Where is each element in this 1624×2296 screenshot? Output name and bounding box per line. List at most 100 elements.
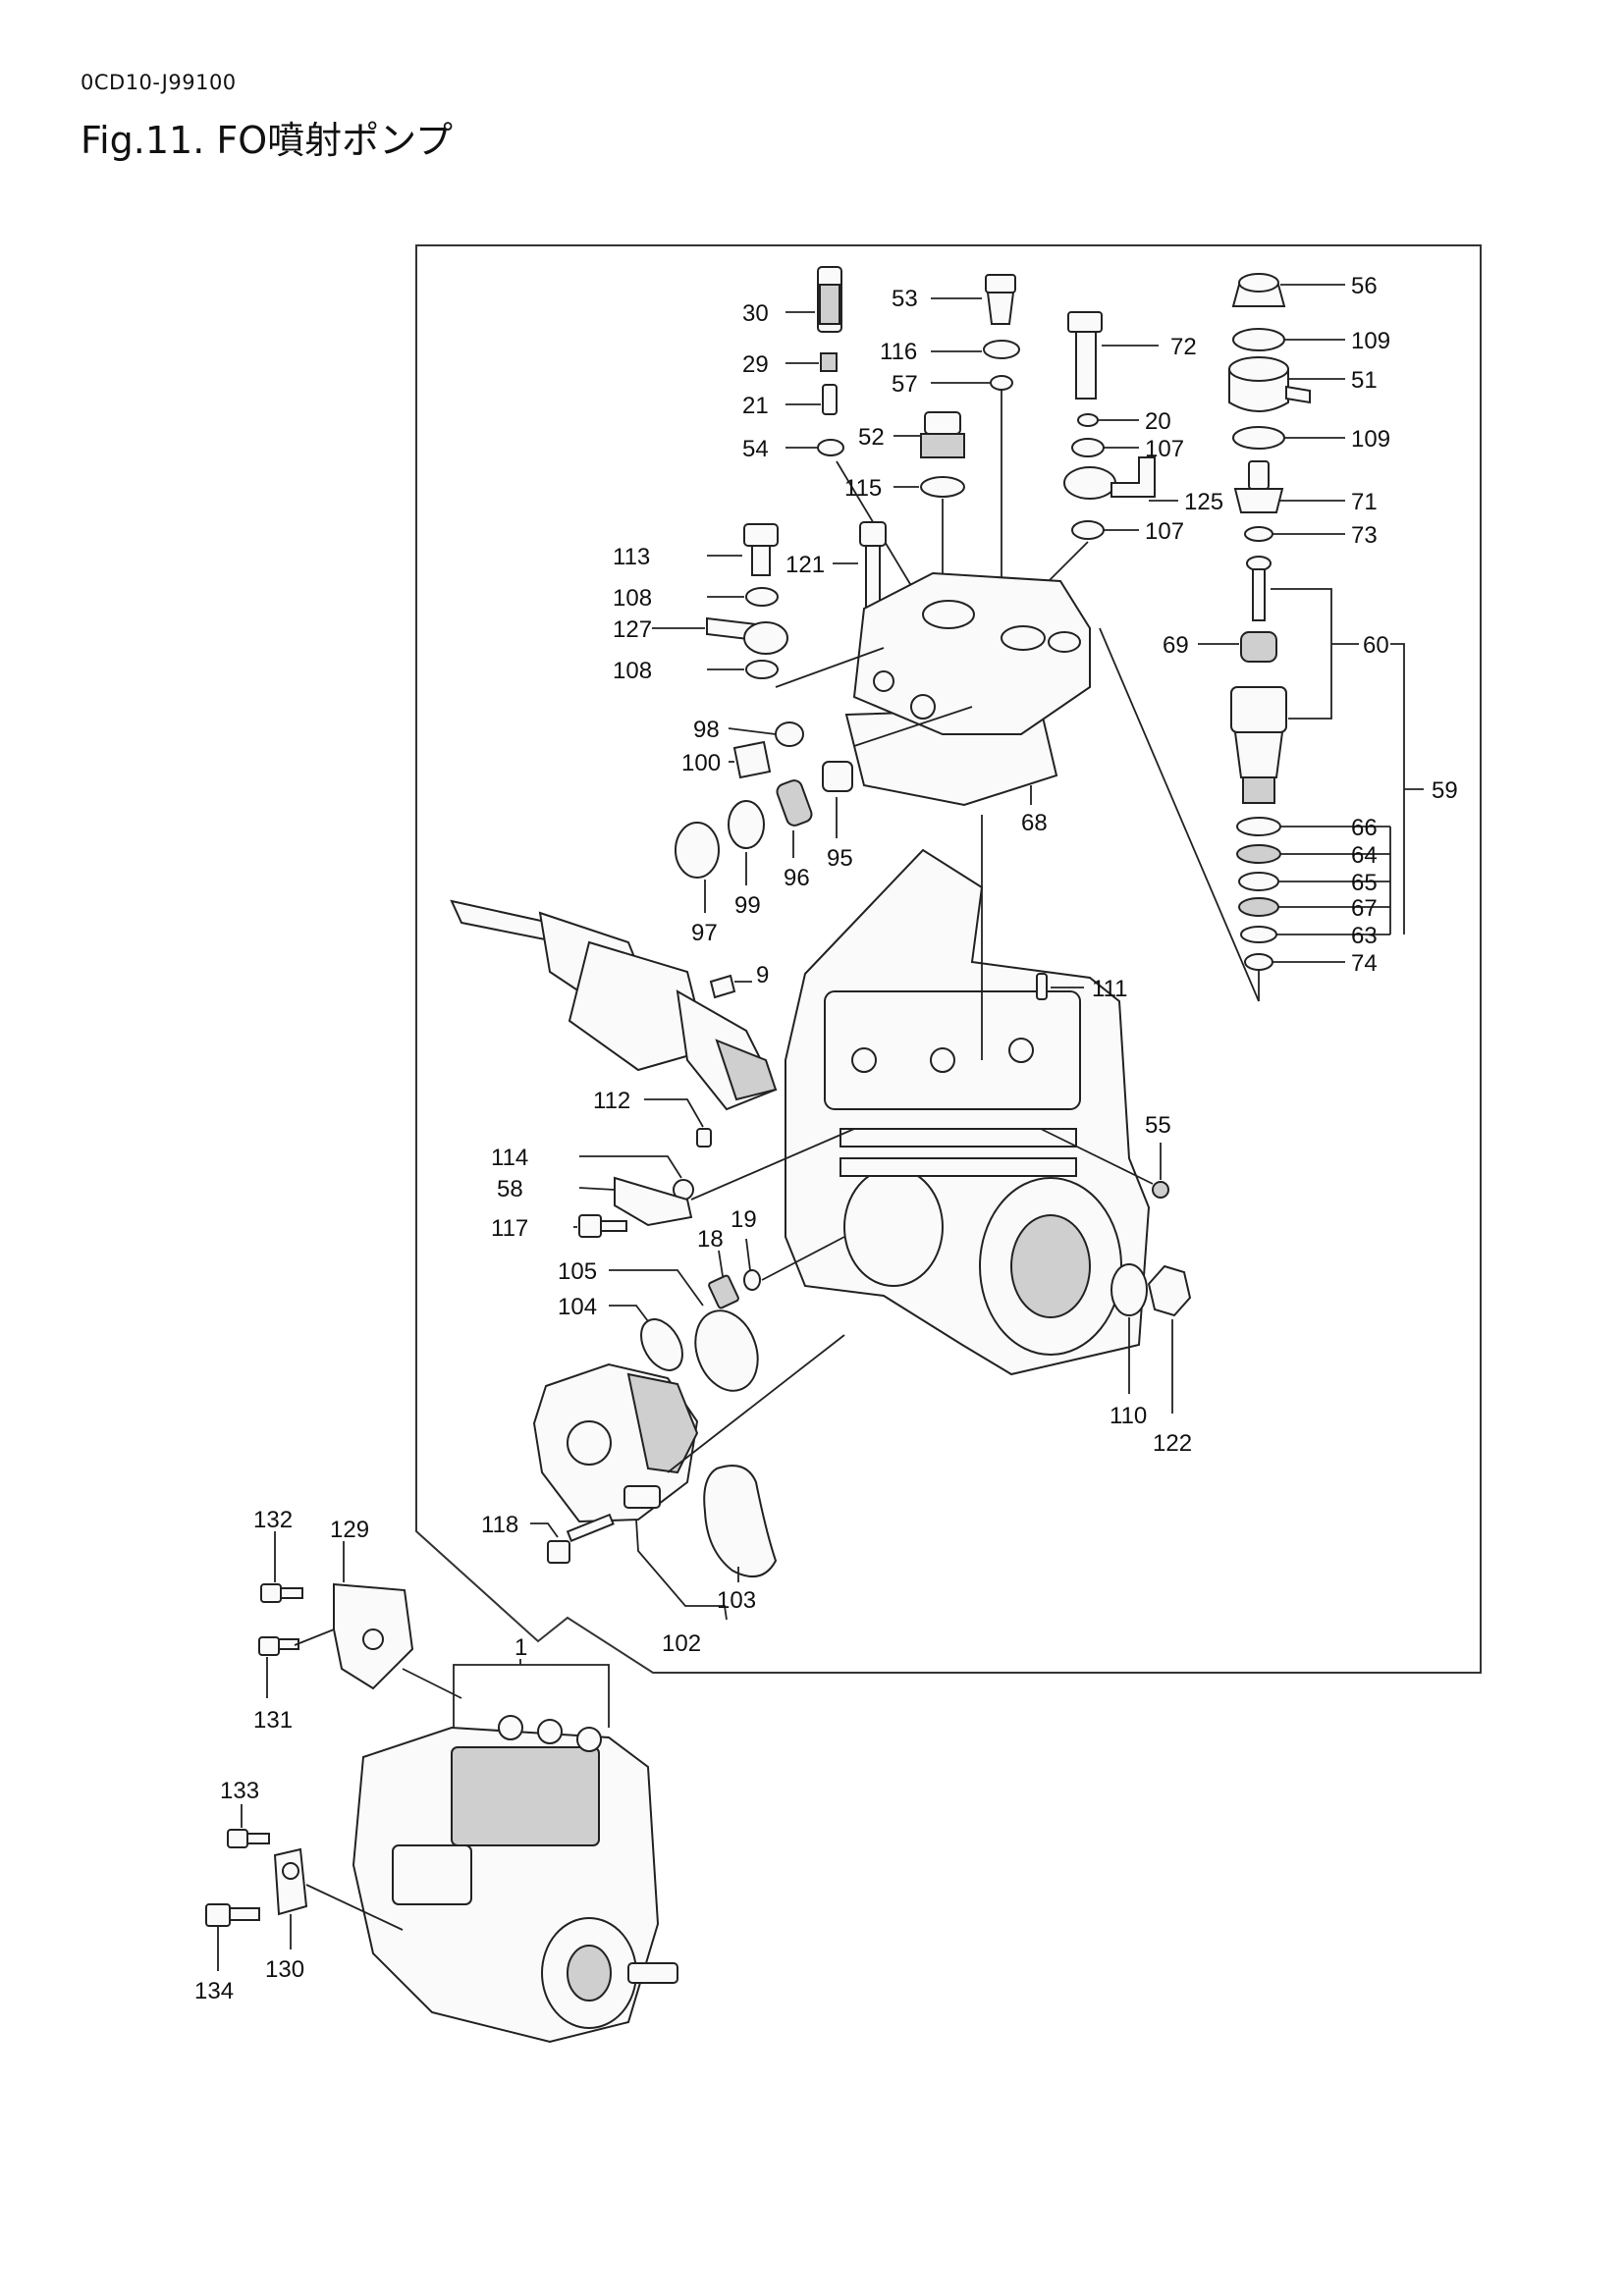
label-114: 114 — [491, 1145, 528, 1171]
label-71: 71 — [1351, 489, 1378, 515]
label-107a: 107 — [1145, 436, 1184, 462]
part-19 — [743, 1269, 761, 1291]
part-9 — [709, 974, 736, 999]
label-98: 98 — [693, 717, 720, 743]
part-54 — [817, 439, 844, 456]
part-112 — [696, 1128, 712, 1148]
part-63 — [1240, 926, 1277, 943]
part-51 — [1228, 356, 1311, 412]
part-95 — [822, 761, 853, 792]
part-132 — [260, 1583, 303, 1603]
part-67 — [1238, 897, 1279, 917]
pump-head — [852, 571, 1091, 735]
part-105 — [694, 1309, 759, 1392]
part-66 — [1236, 817, 1281, 836]
label-109b: 109 — [1351, 426, 1390, 453]
part-131 — [258, 1636, 299, 1656]
label-95: 95 — [827, 845, 853, 872]
part-30 — [817, 266, 842, 333]
label-107b: 107 — [1145, 518, 1184, 545]
part-133 — [227, 1829, 270, 1848]
part-103 — [703, 1465, 778, 1578]
part-127 — [706, 616, 788, 655]
camshaft — [450, 899, 778, 1111]
pump-body — [785, 848, 1151, 1376]
part-96 — [776, 779, 813, 827]
label-96: 96 — [784, 865, 810, 891]
label-112: 112 — [593, 1088, 630, 1114]
part-111 — [1036, 973, 1048, 1000]
part-108b — [745, 660, 779, 679]
label-108b: 108 — [613, 658, 652, 684]
part-107b — [1071, 520, 1105, 540]
label-110: 110 — [1110, 1403, 1147, 1429]
part-99 — [728, 800, 765, 849]
part-69 — [1240, 631, 1277, 663]
part-104 — [640, 1318, 683, 1371]
label-97: 97 — [691, 920, 718, 946]
label-72: 72 — [1170, 334, 1197, 360]
label-100: 100 — [681, 750, 721, 776]
label-18: 18 — [697, 1226, 724, 1253]
part-20 — [1077, 413, 1099, 427]
part-113 — [743, 523, 779, 576]
label-9: 9 — [756, 962, 769, 988]
label-131: 131 — [253, 1707, 293, 1734]
label-105: 105 — [558, 1258, 597, 1285]
part-72 — [1067, 311, 1103, 400]
label-133: 133 — [220, 1778, 259, 1804]
label-129: 129 — [330, 1517, 369, 1543]
exploded-view-frame — [415, 244, 1482, 1674]
assembled-pump — [352, 1715, 678, 2044]
part-109a — [1232, 328, 1285, 351]
part-130 — [273, 1847, 308, 1916]
label-108a: 108 — [613, 585, 652, 612]
label-113: 113 — [613, 544, 650, 570]
part-102-assembly — [532, 1362, 699, 1523]
label-130: 130 — [265, 1956, 304, 1983]
label-63: 63 — [1351, 923, 1378, 949]
part-108a — [745, 587, 779, 607]
document-code: 0CD10-J99100 — [81, 71, 237, 94]
figure-title: Fig.11. FO噴射ポンプ — [81, 119, 453, 162]
part-98 — [775, 721, 804, 747]
part-65 — [1238, 872, 1279, 891]
label-69: 69 — [1163, 632, 1189, 659]
part-58 — [614, 1176, 693, 1227]
part-115 — [920, 476, 965, 498]
label-102: 102 — [662, 1630, 701, 1657]
label-59: 59 — [1432, 777, 1458, 804]
label-51: 51 — [1351, 367, 1378, 394]
label-68: 68 — [1021, 810, 1048, 836]
label-103: 103 — [717, 1587, 756, 1614]
part-60-plunger — [1246, 556, 1272, 621]
label-109a: 109 — [1351, 328, 1390, 354]
part-52 — [920, 411, 965, 458]
label-1: 1 — [514, 1634, 527, 1661]
label-29: 29 — [742, 351, 769, 378]
label-54: 54 — [742, 436, 769, 462]
part-53 — [985, 274, 1016, 325]
label-55: 55 — [1145, 1112, 1171, 1139]
label-20: 20 — [1145, 408, 1171, 435]
label-64: 64 — [1351, 842, 1378, 869]
label-66: 66 — [1351, 815, 1378, 841]
label-19: 19 — [731, 1206, 757, 1233]
label-73: 73 — [1351, 522, 1378, 549]
label-134: 134 — [194, 1978, 234, 2004]
part-116 — [983, 340, 1020, 359]
part-18 — [708, 1274, 739, 1309]
part-64 — [1236, 844, 1281, 864]
label-115: 115 — [844, 475, 882, 502]
part-21 — [822, 384, 838, 415]
label-56: 56 — [1351, 273, 1378, 299]
part-134 — [205, 1903, 260, 1927]
part-29 — [820, 352, 838, 372]
part-71 — [1233, 460, 1284, 513]
part-109b — [1232, 426, 1285, 450]
label-74: 74 — [1351, 950, 1378, 977]
label-125: 125 — [1184, 489, 1223, 515]
part-118 — [547, 1513, 615, 1564]
label-60: 60 — [1363, 632, 1389, 659]
